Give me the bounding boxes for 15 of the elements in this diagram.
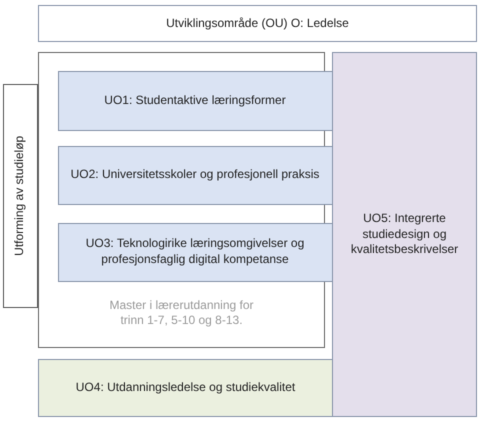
box-label: UO3: Teknologirike læringsomgivelser og profesjonsfaglig digital kompetanse <box>84 236 306 268</box>
vertical-label: Utforming av studieløp <box>12 136 28 256</box>
side-box <box>3 84 38 308</box>
box-label: UO4: Utdanningsledelse og studiekvalitet <box>76 380 296 396</box>
area-box <box>332 52 477 417</box>
heading-box <box>38 5 477 42</box>
box-label: UO2: Universitetsskoler og profesjonell praksis <box>70 167 320 183</box>
area-box <box>58 222 332 282</box>
box-label: UO1: Studentaktive læringsformer <box>104 92 286 108</box>
area-box <box>58 146 332 204</box>
area-box <box>58 70 332 130</box>
box-label: UO5: Integrerte studiedesign og kvalitetsbeskrivelser <box>350 211 460 258</box>
box-label: Utviklingsområde (OU) O: Ledelse <box>166 16 349 32</box>
box-label: Master i lærerutdanning for trinn 1-7, 5-10 og 8-13. <box>108 298 255 329</box>
area-box <box>38 359 333 417</box>
